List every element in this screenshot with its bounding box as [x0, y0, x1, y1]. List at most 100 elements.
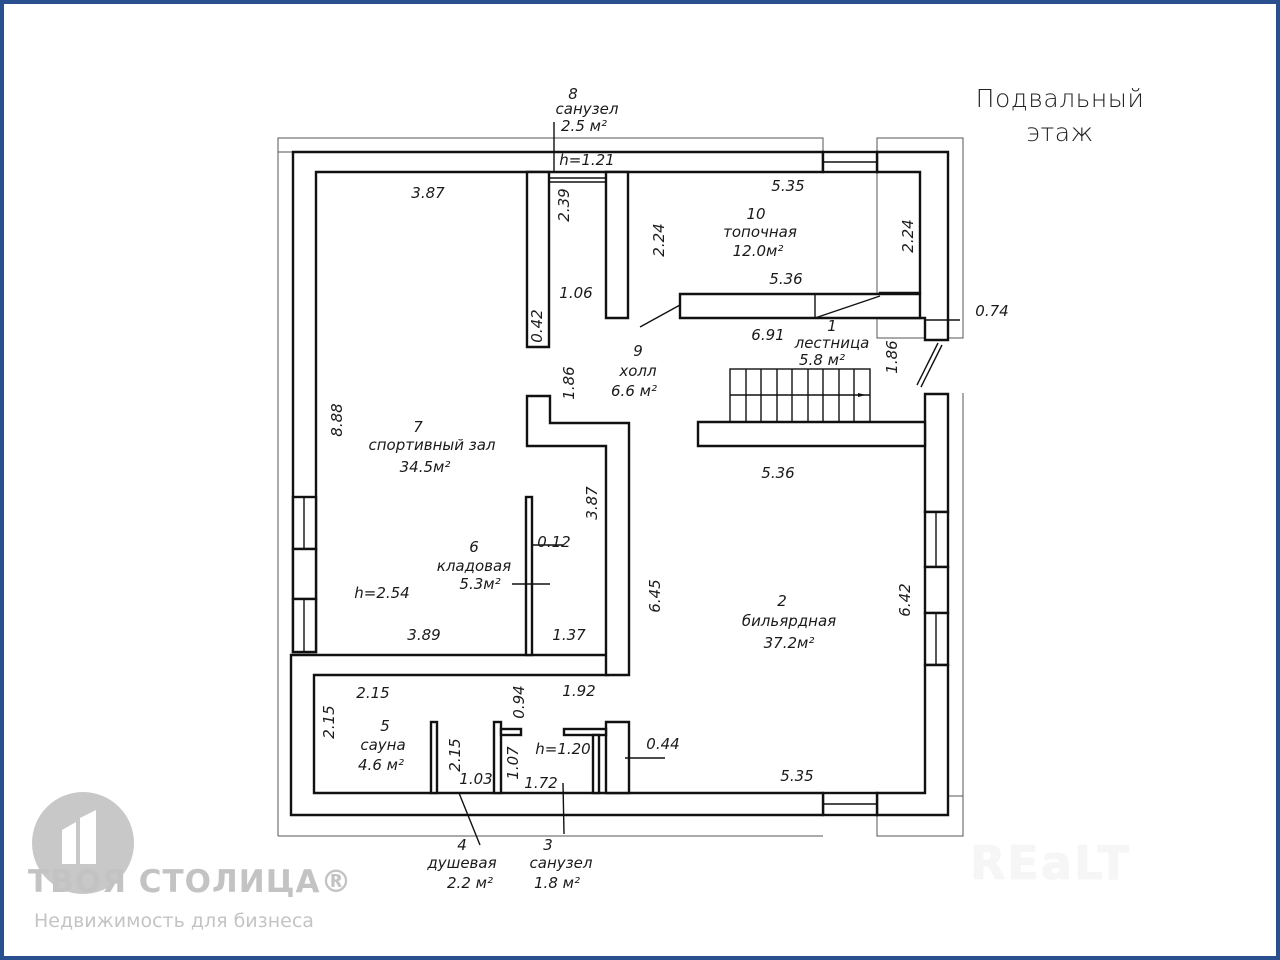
svg-text:4.6 м²: 4.6 м²: [358, 756, 404, 774]
svg-text:2.24: 2.24: [650, 223, 668, 256]
wall-stair-bottom: [696, 420, 927, 448]
svg-text:5.35: 5.35: [780, 767, 813, 785]
outer-outline-top-left: [277, 137, 824, 153]
window-left-pier: [291, 547, 318, 601]
svg-text:бильярдная: бильярдная: [742, 612, 836, 630]
wall-wc3-stub-left: [499, 727, 523, 737]
svg-text:санузел: санузел: [530, 854, 593, 872]
svg-text:1.07: 1.07: [504, 746, 522, 780]
wall-boiler-bottom: [678, 292, 922, 320]
wall-gym-right: [525, 170, 551, 349]
svg-text:5.8 м²: 5.8 м²: [799, 351, 845, 369]
svg-text:лестница: лестница: [794, 334, 870, 352]
svg-text:2.15: 2.15: [356, 684, 389, 702]
svg-text:8.88: 8.88: [328, 403, 346, 436]
logo-building-icon: [32, 792, 134, 894]
svg-text:кладовая: кладовая: [437, 557, 511, 575]
svg-text:5.35: 5.35: [771, 177, 804, 195]
door-leaf: [916, 342, 943, 388]
svg-text:1: 1: [827, 317, 837, 335]
agency-logo: ТВОЯ СТОЛИЦА® Недвижимость для бизнеса: [24, 792, 384, 942]
outer-outline-top-right: [876, 137, 964, 339]
svg-text:3: 3: [543, 836, 553, 854]
svg-text:6.91: 6.91: [751, 326, 784, 344]
room-10-label: 10 топочная 12.0м²: [723, 205, 797, 260]
room-5-label: 5 сауна 4.6 м²: [358, 717, 406, 774]
svg-text:2.39: 2.39: [555, 188, 573, 221]
wall-shower-left: [429, 720, 439, 795]
floor-title-line1: Подвальный: [975, 84, 1145, 113]
floor-title-line2: этаж: [1026, 118, 1094, 147]
svg-text:6.45: 6.45: [646, 579, 664, 612]
room-7-label: 7 спортивный зал 34.5м²: [368, 418, 495, 476]
svg-text:0.44: 0.44: [646, 735, 679, 753]
svg-text:1.37: 1.37: [552, 626, 586, 644]
room-4-label: 4 душевая 2.2 м²: [426, 836, 496, 892]
outer-wall-bottom-right: [875, 663, 950, 817]
svg-text:2.5 м²: 2.5 м²: [561, 117, 607, 135]
staircase: [729, 368, 871, 423]
svg-text:0.42: 0.42: [528, 309, 546, 342]
svg-text:3.87: 3.87: [583, 486, 601, 520]
svg-text:8: 8: [568, 85, 578, 103]
svg-text:10: 10: [746, 205, 765, 223]
wall-wc3-partition: [591, 733, 601, 795]
wall-wc3-stub-right: [562, 727, 608, 737]
svg-text:37.2м²: 37.2м²: [764, 634, 815, 652]
dimension-labels-vertical: 2.39 0.42 2.24 2.24 1.86 1.86 8.88 3.87 …: [320, 188, 917, 779]
svg-text:спортивный зал: спортивный зал: [368, 436, 495, 454]
svg-text:6.42: 6.42: [896, 583, 914, 616]
outer-wall-right-lower: [923, 392, 950, 514]
svg-text:2.15: 2.15: [320, 705, 338, 738]
svg-text:топочная: топочная: [723, 223, 797, 241]
svg-text:5: 5: [380, 717, 390, 735]
svg-text:h=1.21: h=1.21: [559, 151, 614, 169]
svg-text:0.12: 0.12: [537, 533, 570, 551]
svg-text:1.72: 1.72: [524, 774, 557, 792]
wall-storage-partition: [524, 495, 534, 657]
wall-wc8-right: [604, 170, 630, 320]
svg-text:1.86: 1.86: [560, 366, 578, 399]
svg-text:7: 7: [413, 418, 423, 436]
realt-watermark: REaLT: [970, 836, 1131, 890]
wall-storage-top: [525, 394, 631, 677]
svg-text:0.74: 0.74: [975, 302, 1008, 320]
svg-text:3.87: 3.87: [411, 184, 445, 202]
svg-text:6.6 м²: 6.6 м²: [611, 382, 657, 400]
svg-text:34.5м²: 34.5м²: [400, 458, 451, 476]
window-right-pier: [923, 565, 950, 615]
svg-text:2.15: 2.15: [446, 738, 464, 771]
svg-text:9: 9: [633, 342, 643, 360]
svg-text:6: 6: [469, 538, 479, 556]
svg-text:12.0м²: 12.0м²: [733, 242, 784, 260]
svg-text:душевая: душевая: [426, 854, 496, 872]
svg-text:h=2.54: h=2.54: [354, 584, 409, 602]
dimension-labels: 3.87 h=1.21 1.06 5.35 5.36 6.91 0.74 5.3…: [354, 151, 1008, 792]
room-6-label: 6 кладовая 5.3м²: [437, 538, 511, 593]
floor-title: Подвальный этаж: [940, 82, 1180, 150]
svg-text:3.89: 3.89: [407, 626, 440, 644]
room-3-label: 3 санузел 1.8 м²: [530, 836, 593, 892]
room-1-label: 1 лестница 5.8 м²: [794, 317, 870, 369]
logo-name: ТВОЯ СТОЛИЦА®: [28, 864, 353, 900]
room-2-label: 2 бильярдная 37.2м²: [742, 592, 836, 652]
svg-text:1.06: 1.06: [559, 284, 592, 302]
svg-text:1.92: 1.92: [562, 682, 595, 700]
svg-text:сауна: сауна: [360, 736, 405, 754]
room-8-label: 8 санузел 2.5 м²: [556, 85, 619, 135]
svg-text:холл: холл: [618, 362, 657, 380]
wall-shower-right: [492, 720, 503, 795]
svg-text:0.94: 0.94: [510, 685, 528, 718]
svg-text:1.03: 1.03: [459, 770, 492, 788]
svg-text:1.8 м²: 1.8 м²: [534, 874, 580, 892]
svg-text:4: 4: [457, 836, 467, 854]
svg-text:h=1.20: h=1.20: [535, 740, 590, 758]
svg-text:5.36: 5.36: [769, 270, 802, 288]
svg-text:1.86: 1.86: [883, 340, 901, 373]
svg-text:2.24: 2.24: [899, 219, 917, 252]
svg-text:5.3м²: 5.3м²: [459, 575, 500, 593]
room-9-label: 9 холл 6.6 м²: [611, 342, 657, 400]
logo-tagline: Недвижимость для бизнеса: [34, 910, 314, 932]
svg-text:5.36: 5.36: [761, 464, 794, 482]
